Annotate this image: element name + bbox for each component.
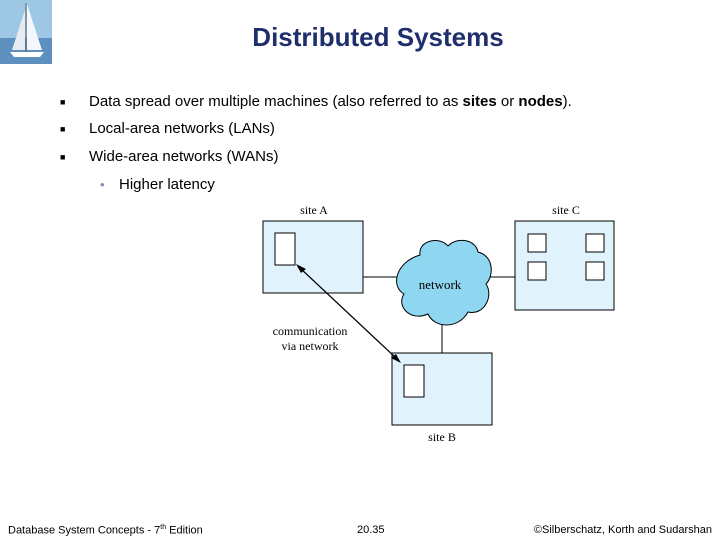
site-b-label: site B [428,430,456,444]
arrowhead-icon [391,354,401,363]
arrowhead-icon [296,264,306,273]
via-network-label: via network [282,339,339,353]
communication-arrow [299,267,397,359]
site-c-node-2 [585,233,605,253]
site-c-node-4 [585,261,605,281]
footer-page-number: 20.35 [357,524,385,536]
footer-copyright: ©Silberschatz, Korth and Sudarshan [533,524,712,536]
page-title: Distributed Systems [252,22,504,52]
site-c-node-3 [527,261,547,281]
site-a-node [274,232,296,266]
site-b-node [403,364,425,398]
network-cloud [396,239,492,326]
footer-left: Database System Concepts - 7th Edition [8,524,203,537]
sailboat-logo [0,0,52,64]
site-c-node-1 [527,233,547,253]
site-c-label: site C [552,203,580,217]
site-a-label: site A [300,203,328,217]
dot-bullet-icon: • [100,177,105,192]
square-bullet-icon: ■ [60,124,66,134]
sailboat-icon [0,0,52,64]
square-bullet-icon: ■ [60,152,66,162]
square-bullet-icon: ■ [60,97,66,107]
network-label: network [419,277,462,292]
communication-label: communication [273,324,348,338]
